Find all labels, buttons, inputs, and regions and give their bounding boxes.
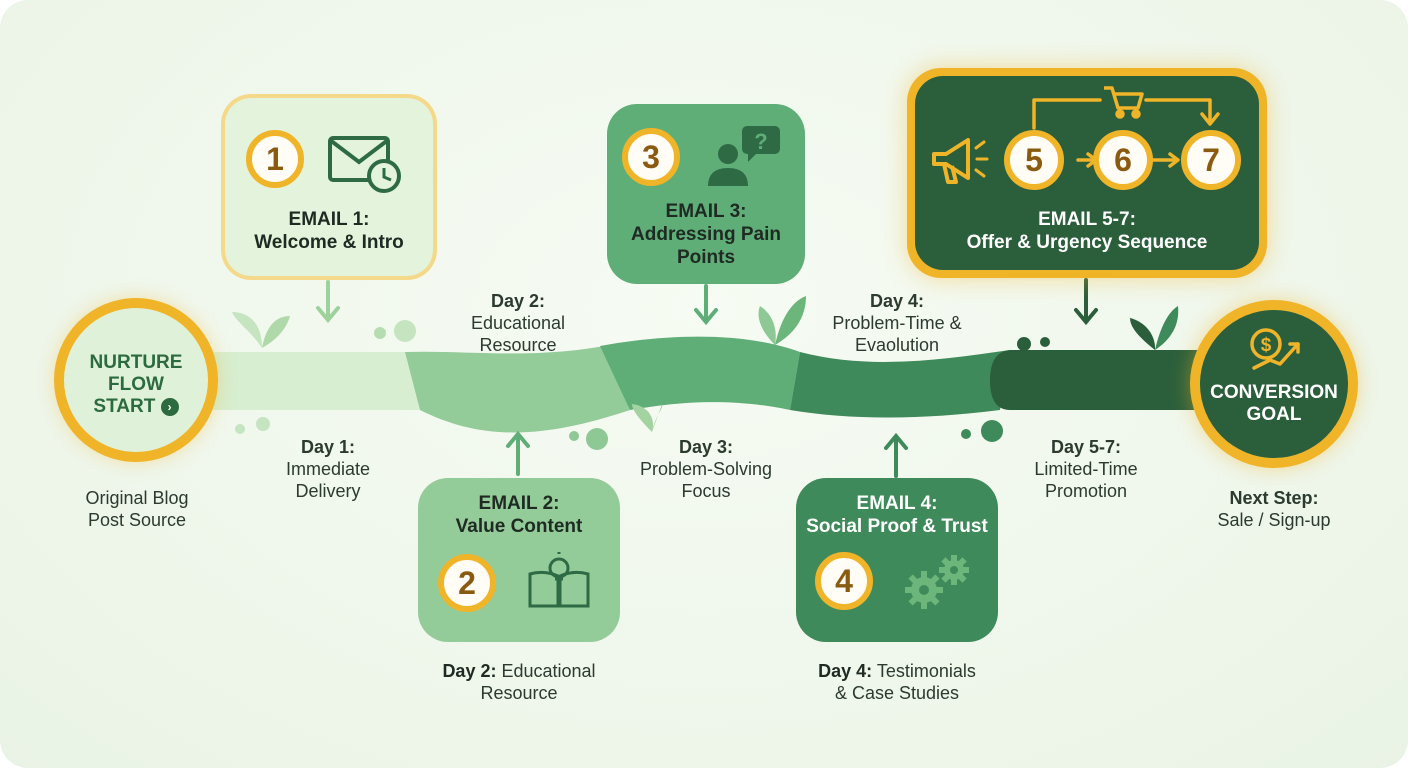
email4-top-day-line2: Problem-Time &: [832, 313, 962, 333]
arrow-email1: [316, 280, 340, 324]
email57-title-line2: Offer & Urgency Sequence: [966, 232, 1208, 253]
goal-next-step-heading: Next Step:: [1229, 488, 1319, 508]
shopping-cart-icon: [1104, 86, 1144, 119]
start-node: NURTURE FLOW START ›: [54, 298, 218, 462]
start-label: NURTURE FLOW START ›: [54, 352, 218, 418]
email4-bottom-day-row: Day 4: Testimonials: [786, 660, 1008, 682]
email3-title-line1: EMAIL 3:: [665, 201, 747, 222]
email7-number-badge: 7: [1181, 130, 1241, 190]
goal-next-step-label: Next Step: Sale / Sign-up: [1180, 487, 1368, 531]
email1-card: [221, 94, 437, 280]
arrow-email2: [506, 430, 530, 476]
email3-title-line3: Points: [676, 247, 736, 268]
email57-title-line1: EMAIL 5-7:: [1038, 209, 1136, 230]
goal-label-line1: CONVERSION: [1210, 382, 1338, 403]
email4-top-day-label: Day 4: Problem-Time & Evaolution: [806, 290, 988, 356]
email3-number-badge: 3: [622, 128, 680, 186]
leaf-decor-2: [758, 296, 806, 345]
start-label-line3: START: [93, 396, 156, 417]
email4-bottom-day-line2: & Case Studies: [834, 683, 960, 703]
start-source-line1: Original Blog: [85, 488, 189, 508]
arrow-email3: [694, 284, 718, 326]
email1-day-label: Day 1: Immediate Delivery: [248, 436, 408, 502]
leaf-decor-1: [232, 312, 290, 348]
gears-icon: [905, 555, 969, 609]
svg-text:$: $: [1261, 335, 1272, 356]
goal-label-line2: GOAL: [1246, 404, 1302, 425]
goal-next-step-value: Sale / Sign-up: [1217, 510, 1331, 530]
email57-title: EMAIL 5-7: Offer & Urgency Sequence: [907, 208, 1267, 254]
leaf-decor-4: [1130, 306, 1179, 350]
email1-number-badge: 1: [246, 130, 304, 188]
email6-number-badge: 6: [1093, 130, 1153, 190]
email4-bottom-day-rest: Testimonials: [876, 661, 976, 681]
envelope-clock-icon: [328, 136, 401, 193]
email3-title-line2: Addressing Pain: [631, 224, 781, 245]
start-label-line1: NURTURE: [89, 352, 183, 373]
email4-title: EMAIL 4: Social Proof & Trust: [796, 492, 998, 538]
email3-day-line3: Focus: [681, 481, 731, 501]
ribbon-segment-2: [405, 345, 630, 433]
email1-day-line2: Immediate: [285, 459, 371, 479]
email2-top-day-line1: Day 2:: [490, 291, 546, 311]
email57-day-line2: Limited-Time: [1034, 459, 1138, 479]
email3-day-label: Day 3: Problem-Solving Focus: [616, 436, 796, 502]
arrow-right-circle-icon: ›: [160, 397, 179, 416]
ribbon-segment-3: [600, 336, 800, 410]
email2-bottom-day-rest: Educational: [501, 661, 596, 681]
email1-day-line3: Delivery: [295, 481, 361, 501]
megaphone-icon: [932, 138, 989, 184]
email4-title-line1: EMAIL 4:: [856, 493, 938, 514]
ribbon-segment-4: [790, 350, 1010, 418]
email2-top-day-line3: Resource: [479, 335, 557, 355]
email4-title-line2: Social Proof & Trust: [806, 516, 988, 537]
arrow-email4: [884, 432, 908, 478]
start-label-line2: FLOW: [108, 374, 164, 395]
email57-day-line3: Promotion: [1044, 481, 1128, 501]
money-growth-icon: $: [1250, 328, 1300, 370]
email1-title-line2: Welcome & Intro: [254, 232, 404, 253]
email4-bottom-day: Day 4:: [818, 661, 873, 681]
email4-top-day-line3: Evaolution: [854, 335, 940, 355]
email2-bottom-day: Day 2:: [442, 661, 497, 681]
decor-dots: [235, 320, 1050, 450]
person-question-icon: ?: [708, 126, 780, 186]
email2-bottom-day-line2: Resource: [480, 683, 558, 703]
email2-title: EMAIL 2: Value Content: [418, 492, 620, 538]
email57-day-label: Day 5-7: Limited-Time Promotion: [1006, 436, 1166, 502]
arrow-email57: [1074, 278, 1098, 326]
email1-title-line1: EMAIL 1:: [288, 209, 370, 230]
email4-bottom-day-label: Day 4: Testimonials & Case Studies: [786, 660, 1008, 704]
email1-title: EMAIL 1: Welcome & Intro: [221, 208, 437, 254]
email3-day-line2: Problem-Solving: [639, 459, 773, 479]
email2-title-line2: Value Content: [455, 516, 583, 537]
email2-bottom-day-label: Day 2: Educational Resource: [408, 660, 630, 704]
email2-title-line1: EMAIL 2:: [478, 493, 560, 514]
leaf-decor-3: [632, 404, 663, 432]
email4-top-day-line1: Day 4:: [869, 291, 925, 311]
goal-node: $ CONVERSION GOAL: [1190, 300, 1358, 468]
email5-number-badge: 5: [1004, 130, 1064, 190]
cart-arrow-path: [1032, 86, 1220, 168]
email4-number-badge: 4: [815, 552, 873, 610]
goal-label: CONVERSION GOAL: [1190, 382, 1358, 426]
ribbon-segment-5: [990, 350, 1210, 410]
svg-text:?: ?: [754, 129, 767, 154]
email3-title: EMAIL 3: Addressing Pain Points: [607, 200, 805, 269]
book-lightbulb-icon: [528, 552, 590, 608]
email1-day-line1: Day 1:: [300, 437, 356, 457]
email2-top-day-label: Day 2: Educational Resource: [438, 290, 598, 356]
start-source-label: Original Blog Post Source: [40, 487, 234, 531]
email3-day-line1: Day 3:: [678, 437, 734, 457]
email2-number-badge: 2: [438, 554, 496, 612]
start-label-line3-row: START ›: [54, 396, 218, 418]
start-source-line2: Post Source: [87, 510, 187, 530]
email57-day-line1: Day 5-7:: [1050, 437, 1122, 457]
email2-top-day-line2: Educational: [470, 313, 566, 333]
email2-bottom-day-row: Day 2: Educational: [408, 660, 630, 682]
